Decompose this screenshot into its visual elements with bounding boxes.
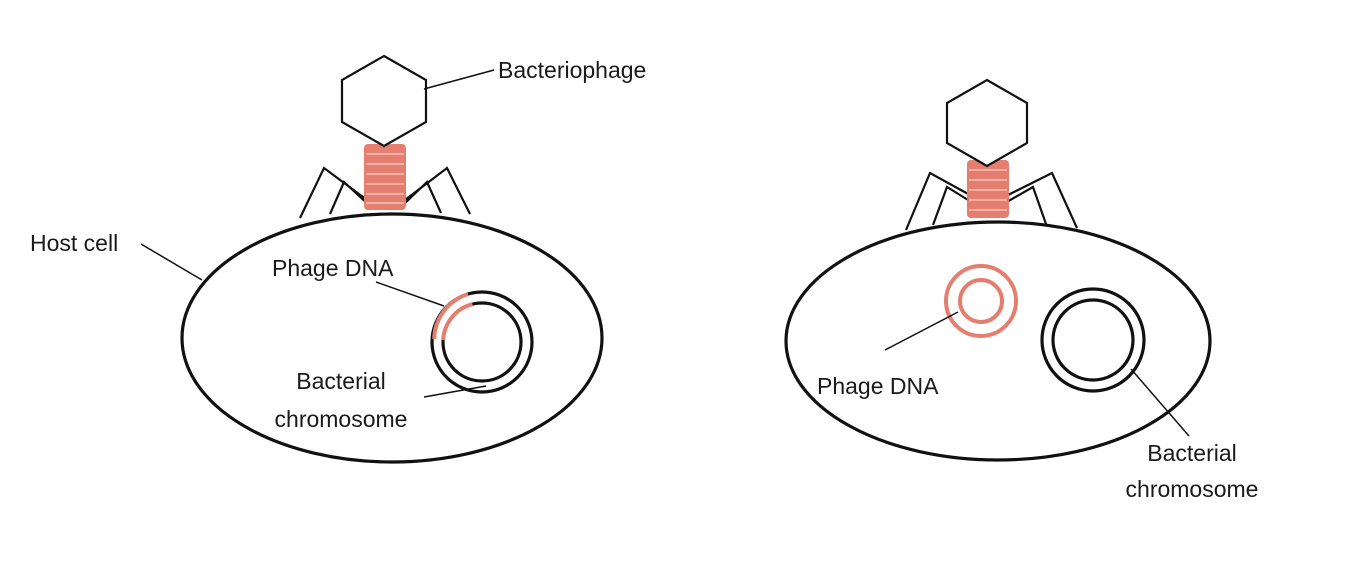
label-chromosome-right-line1: Bacterial <box>1147 440 1236 466</box>
leader-phage-dna-left <box>375 281 445 307</box>
right-panel: Phage DNA Bacterial chromosome <box>784 78 1259 502</box>
phage-dna-segment-left <box>432 292 473 341</box>
leader-chromosome-right <box>1130 368 1190 437</box>
leader-bacteriophage <box>423 69 495 90</box>
phage-tail-left <box>364 144 406 210</box>
label-phage-dna-left: Phage DNA <box>272 255 394 281</box>
phage-capsid-left <box>340 54 428 148</box>
left-panel: Bacteriophage Host cell Phage DNA Bacter… <box>30 54 646 464</box>
label-chromosome-left-line2: chromosome <box>275 406 408 432</box>
phage-legs-left <box>299 166 471 219</box>
label-host-cell: Host cell <box>30 230 118 256</box>
label-phage-dna-right: Phage DNA <box>817 373 939 399</box>
phage-dna-circle-right <box>944 264 1018 338</box>
leader-host-cell <box>140 243 203 281</box>
label-chromosome-left-line1: Bacterial <box>296 368 385 394</box>
leader-chromosome-left <box>423 385 487 398</box>
phage-legs-right <box>904 171 1079 231</box>
host-cell-right <box>784 220 1212 462</box>
phage-tail-right <box>967 160 1009 218</box>
phage-capsid-right <box>945 78 1029 168</box>
label-chromosome-right-line2: chromosome <box>1126 476 1259 502</box>
leader-phage-dna-right <box>884 311 959 351</box>
bacterial-chromosome-left <box>430 290 534 394</box>
label-bacteriophage: Bacteriophage <box>498 57 646 83</box>
host-cell-left <box>180 212 604 464</box>
bacterial-chromosome-right <box>1040 287 1146 393</box>
